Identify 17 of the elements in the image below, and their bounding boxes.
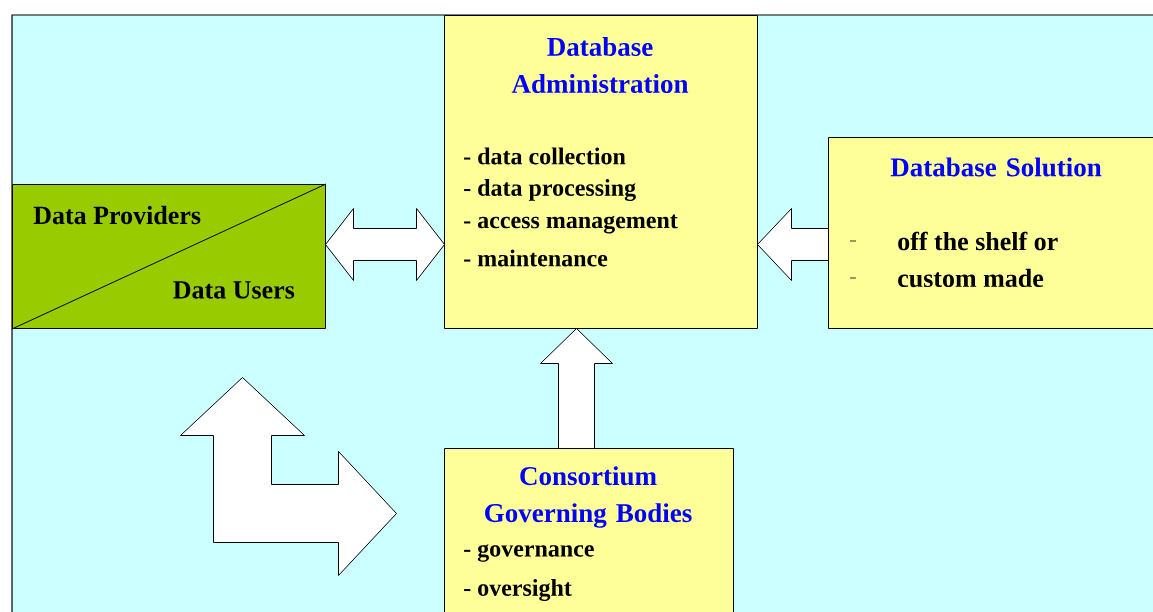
block-arrow [540,328,613,449]
box-title: Database Solution [890,157,1102,177]
block-arrow [757,208,829,281]
list-item: custom made [849,268,1044,288]
list-item: - governance [464,544,594,562]
list-item: - access management [464,214,678,234]
list-item: - data processing [464,179,636,201]
block-arrow [325,208,445,281]
block-arrow [180,377,397,576]
list-item: - oversight [464,579,572,601]
box-label: Data Users [173,281,295,299]
list-item: off the shelf or [849,231,1058,251]
box-title: Consortium Governing Bodies [485,466,692,528]
list-item: - data collection [464,147,626,165]
box-label: Data Providers [33,205,201,225]
box-title: Database Administration [511,37,689,93]
list-item: - maintenance [464,249,608,267]
